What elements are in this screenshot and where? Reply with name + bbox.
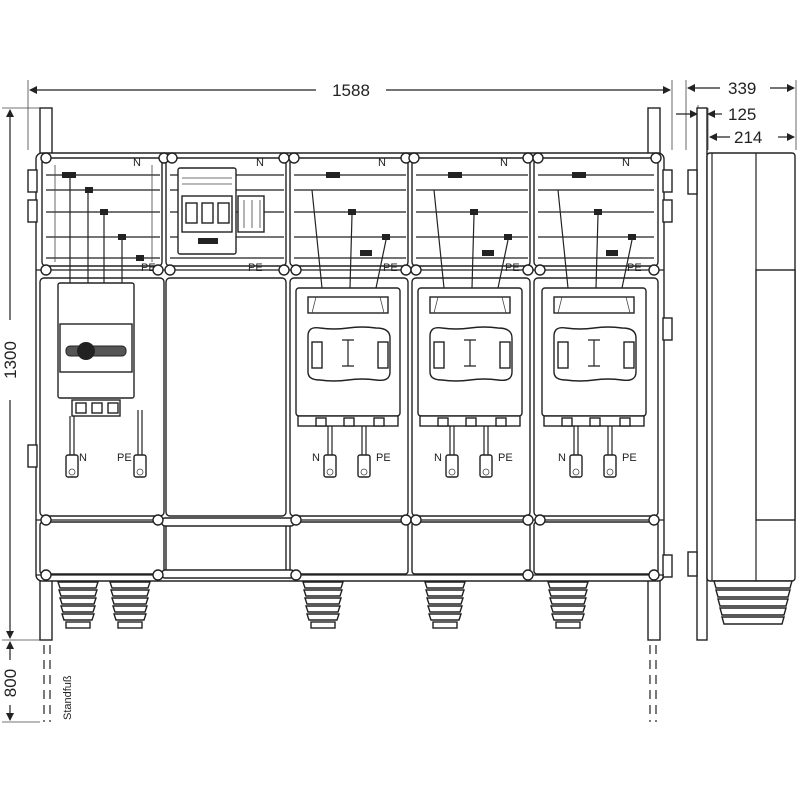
cable-lug-icon [357,454,371,478]
cable-lug-icon [479,454,493,478]
cable-gland-icon [57,581,99,629]
meter-module-icon[interactable] [177,167,265,255]
cable-lug-icon [65,454,79,478]
neutral-label: N [256,157,264,169]
dimension-height-label: 1300 [1,341,20,379]
pe-label: PE [117,452,132,464]
dimension-depth-back-label: 214 [734,128,762,147]
mounting-points [40,152,662,581]
field-1: N PE N PE [39,157,165,517]
fuse-switch-disconnector-icon[interactable] [541,287,647,427]
neutral-label: N [434,452,442,464]
field-2: N PE [165,157,287,517]
neutral-label: N [79,452,87,464]
cable-gland-icon [424,581,466,629]
field-3: N PE N PE [289,157,409,517]
pe-label: PE [376,452,391,464]
pe-label: PE [627,262,642,274]
neutral-label: N [133,157,141,169]
cable-lug-icon [323,454,337,478]
dimension-width: 1588 [27,80,673,150]
neutral-label: N [622,157,630,169]
cable-glands [57,581,589,629]
dimension-depth-front-label: 125 [728,105,756,124]
cable-gland-icon [302,581,344,629]
bottom-band [39,517,659,579]
dimension-depth-total: 339 [685,79,797,150]
cable-lug-icon [133,454,147,478]
fuse-switch-disconnector-icon[interactable] [417,287,523,427]
neutral-label: N [500,157,508,169]
side-view [687,107,796,641]
pe-label: PE [505,262,520,274]
rotary-switch-icon[interactable] [57,282,135,417]
field-4: N PE N PE [411,157,531,517]
fuse-switch-disconnector-icon[interactable] [295,287,401,427]
dimension-width-label: 1588 [332,81,370,100]
pe-label: PE [383,262,398,274]
dimension-depth-back: 214 [707,108,795,150]
neutral-label: N [378,157,386,169]
pe-label: PE [248,262,263,274]
cable-lug-icon [445,454,459,478]
neutral-label: N [312,452,320,464]
foot-label: Standfuß [62,675,74,720]
cable-gland-icon [547,581,589,629]
field-5: N PE N PE [533,157,659,517]
pe-label: PE [498,452,513,464]
cable-lug-icon [603,454,617,478]
pe-label: PE [622,452,637,464]
cable-gland-icon [109,581,151,629]
dimension-depth-total-label: 339 [728,79,756,98]
dimension-foot-label: 800 [1,669,20,697]
neutral-label: N [558,452,566,464]
dimension-foot: 800 [1,641,40,723]
cable-lug-icon [569,454,583,478]
dimension-height: 1300 [1,107,40,641]
pe-label: PE [141,262,156,274]
